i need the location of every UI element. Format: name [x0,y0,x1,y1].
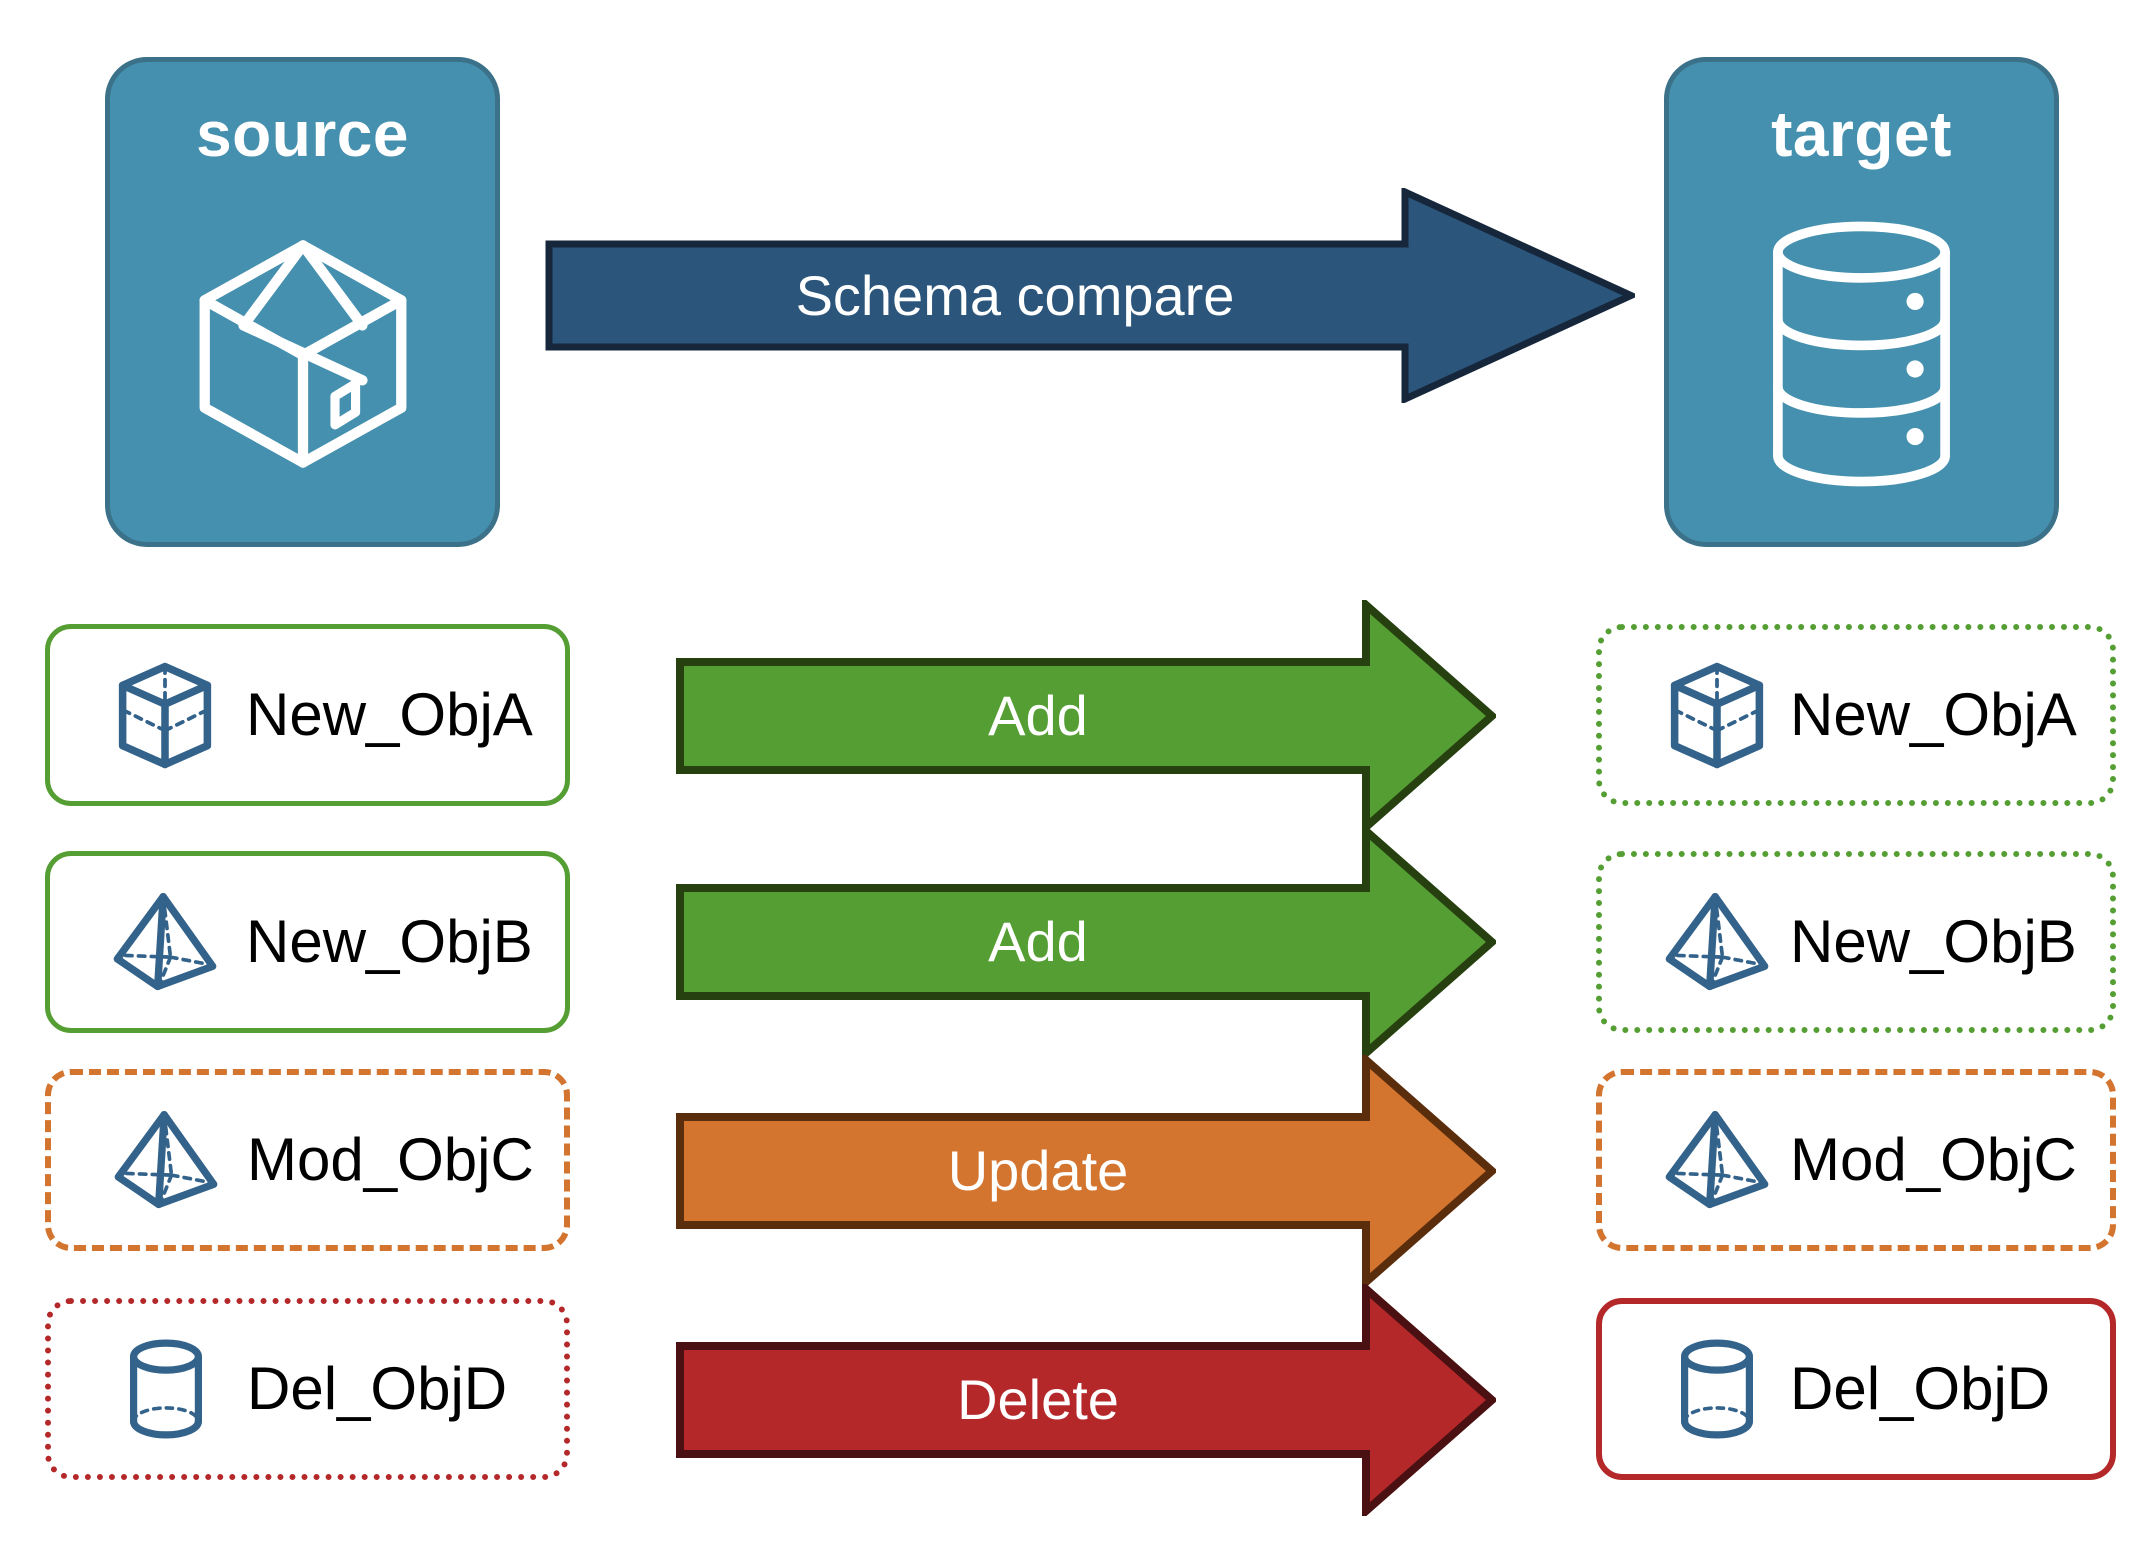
pyramid-wireframe-icon [107,1100,225,1220]
compare-row: Mod_ObjC Mod_ObjC [0,1063,2150,1263]
target-endpoint-card[interactable]: target [1664,57,2059,547]
cylinder-wireframe-icon [1658,1329,1776,1449]
source-label: source [196,98,409,170]
target-object-box[interactable]: New_ObjB [1596,851,2116,1033]
cube-wireframe-icon [106,655,224,775]
cylinder-wireframe-icon [107,1329,225,1449]
object-name: New_ObjA [1790,681,2077,748]
action-arrow-add[interactable]: Add [676,826,1496,1058]
action-arrow-delete[interactable]: Delete [676,1284,1496,1516]
target-label: target [1771,98,1952,170]
object-name: Mod_ObjC [1790,1126,2077,1193]
pyramid-wireframe-icon [1658,882,1776,1002]
compare-row: Del_ObjD Del_ObjD [0,1292,2150,1492]
compare-row: New_ObjA New_Obj [0,618,2150,818]
compare-row: New_ObjB New_ObjB [0,845,2150,1045]
target-object-box[interactable]: New_ObjA [1596,624,2116,806]
object-name: Mod_ObjC [247,1126,534,1193]
object-name: Del_ObjD [1790,1355,2051,1422]
database-cylinder-icon [1669,166,2054,542]
pyramid-wireframe-icon [1658,1100,1776,1220]
object-name: New_ObjB [246,908,533,975]
target-object-box[interactable]: Del_ObjD [1596,1298,2116,1480]
pyramid-wireframe-icon [106,882,224,1002]
source-endpoint-card[interactable]: source [105,57,500,547]
source-object-box[interactable]: New_ObjB [45,851,570,1033]
action-arrow-add[interactable]: Add [676,600,1496,832]
source-object-box[interactable]: New_ObjA [45,624,570,806]
box-3d-icon [110,166,495,542]
target-object-box[interactable]: Mod_ObjC [1596,1069,2116,1251]
action-arrow-update[interactable]: Update [676,1055,1496,1287]
source-object-box[interactable]: Del_ObjD [45,1298,570,1480]
object-name: New_ObjA [246,681,533,748]
schema-compare-label: Schema compare [795,263,1235,327]
source-object-box[interactable]: Mod_ObjC [45,1069,570,1251]
object-name: Del_ObjD [247,1355,508,1422]
schema-compare-arrow[interactable]: Schema compare [545,186,1640,405]
cube-wireframe-icon [1658,655,1776,775]
object-name: New_ObjB [1790,908,2077,975]
